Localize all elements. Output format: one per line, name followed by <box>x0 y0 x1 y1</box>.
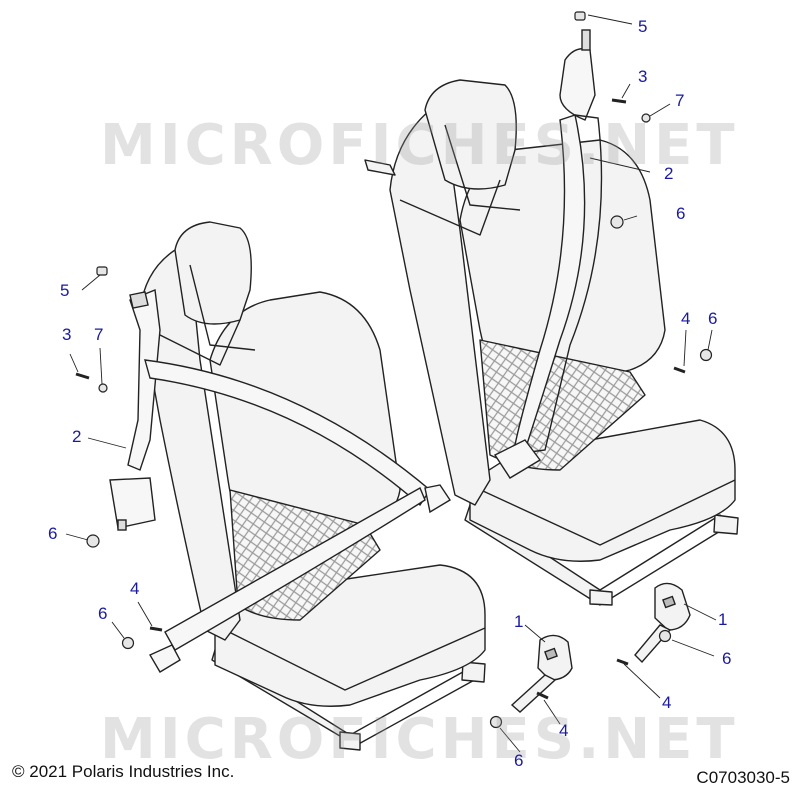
callout-number: 3 <box>638 67 648 86</box>
callout-number: 1 <box>514 612 524 631</box>
left-seat <box>139 221 486 751</box>
flange-nut-icon <box>121 636 135 650</box>
bolt-icon <box>75 372 90 380</box>
callout-number: 6 <box>514 751 524 770</box>
callout-number: 4 <box>130 579 140 598</box>
callout-number: 4 <box>681 309 691 328</box>
left-seat-foot <box>339 731 361 751</box>
left-seat-headrest <box>174 221 252 325</box>
callout-number: 7 <box>94 325 104 344</box>
right-buckle-assembly <box>634 582 691 664</box>
right-seat-headrest <box>424 79 517 190</box>
callout-number: 1 <box>718 610 728 629</box>
drawing-id: C0703030-5 <box>696 768 790 787</box>
fasteners <box>75 11 713 729</box>
callout-number: 5 <box>60 281 70 300</box>
callout-number: 4 <box>559 721 569 740</box>
right-seat-belt-tongue <box>493 439 542 479</box>
left-buckle-assembly <box>510 634 573 713</box>
right-seat-belt <box>493 29 603 479</box>
watermark: MICROFICHES.NET <box>100 707 739 772</box>
callout-number: 2 <box>72 427 82 446</box>
bolt-icon <box>149 626 163 632</box>
flange-nut-icon <box>86 534 100 548</box>
flange-nut-icon <box>699 348 713 362</box>
left-seat-belt-retractor <box>109 477 156 529</box>
nut-icon <box>641 113 651 123</box>
nut-icon <box>98 383 108 393</box>
cap-icon <box>574 11 586 21</box>
cap-icon <box>96 266 108 276</box>
bolt-icon <box>673 366 686 374</box>
callout-number: 3 <box>62 325 72 344</box>
callout-number: 6 <box>98 604 108 623</box>
flange-nut-icon <box>610 215 624 229</box>
watermark: MICROFICHES.NET <box>100 113 739 178</box>
callout-number: 7 <box>675 91 685 110</box>
callout-number: 5 <box>638 17 648 36</box>
callout-number: 6 <box>722 649 732 668</box>
callout-number: 6 <box>48 524 58 543</box>
flange-nut-icon <box>658 629 672 643</box>
copyright-notice: © 2021 Polaris Industries Inc. <box>12 762 235 781</box>
bolt-icon <box>616 658 629 666</box>
flange-nut-icon <box>489 715 503 729</box>
right-seat-frame <box>389 109 491 506</box>
left-seat-foot <box>461 661 486 683</box>
callout-number: 4 <box>662 693 672 712</box>
callout-number: 6 <box>676 204 686 223</box>
bolt-icon <box>536 691 549 700</box>
bolt-icon <box>611 98 627 104</box>
callout-number: 2 <box>664 164 674 183</box>
left-seat-belt <box>109 289 451 673</box>
right-seat-handle <box>364 159 396 176</box>
callout-number: 6 <box>708 309 718 328</box>
right-seat-foot <box>589 589 613 606</box>
right-seat-foot <box>713 514 739 535</box>
leader-lines <box>65 14 717 753</box>
